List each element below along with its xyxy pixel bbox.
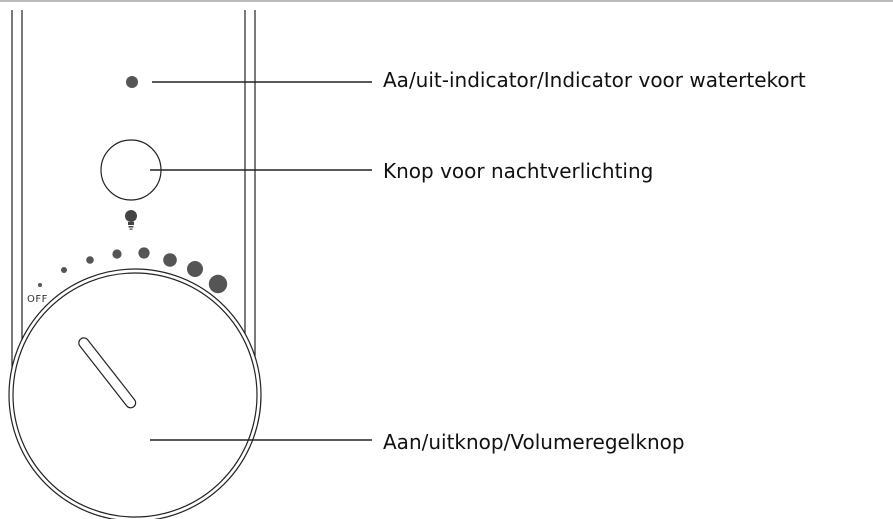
off-label: OFF (27, 294, 48, 305)
volume-dot (187, 261, 203, 277)
knob-pointer (78, 337, 137, 409)
volume-dot (112, 249, 122, 259)
lightbulb-icon (125, 210, 137, 230)
volume-dot (61, 267, 67, 273)
volume-dot (86, 256, 94, 264)
volume-dot (138, 247, 150, 259)
device-body (11, 10, 256, 385)
volume-dot (208, 274, 228, 294)
callout-power-volume-knob: Aan/uitknop/Volumeregelknop (383, 430, 685, 454)
power-volume-knob[interactable] (8, 268, 262, 519)
power-indicator-light (126, 76, 138, 88)
volume-dot (163, 253, 177, 267)
volume-scale (38, 247, 228, 294)
volume-dot (38, 283, 42, 287)
callout-power-indicator: Aa/uit-indicator/Indicator voor watertek… (383, 68, 806, 92)
callout-nightlight-button: Knop voor nachtverlichting (383, 159, 654, 183)
